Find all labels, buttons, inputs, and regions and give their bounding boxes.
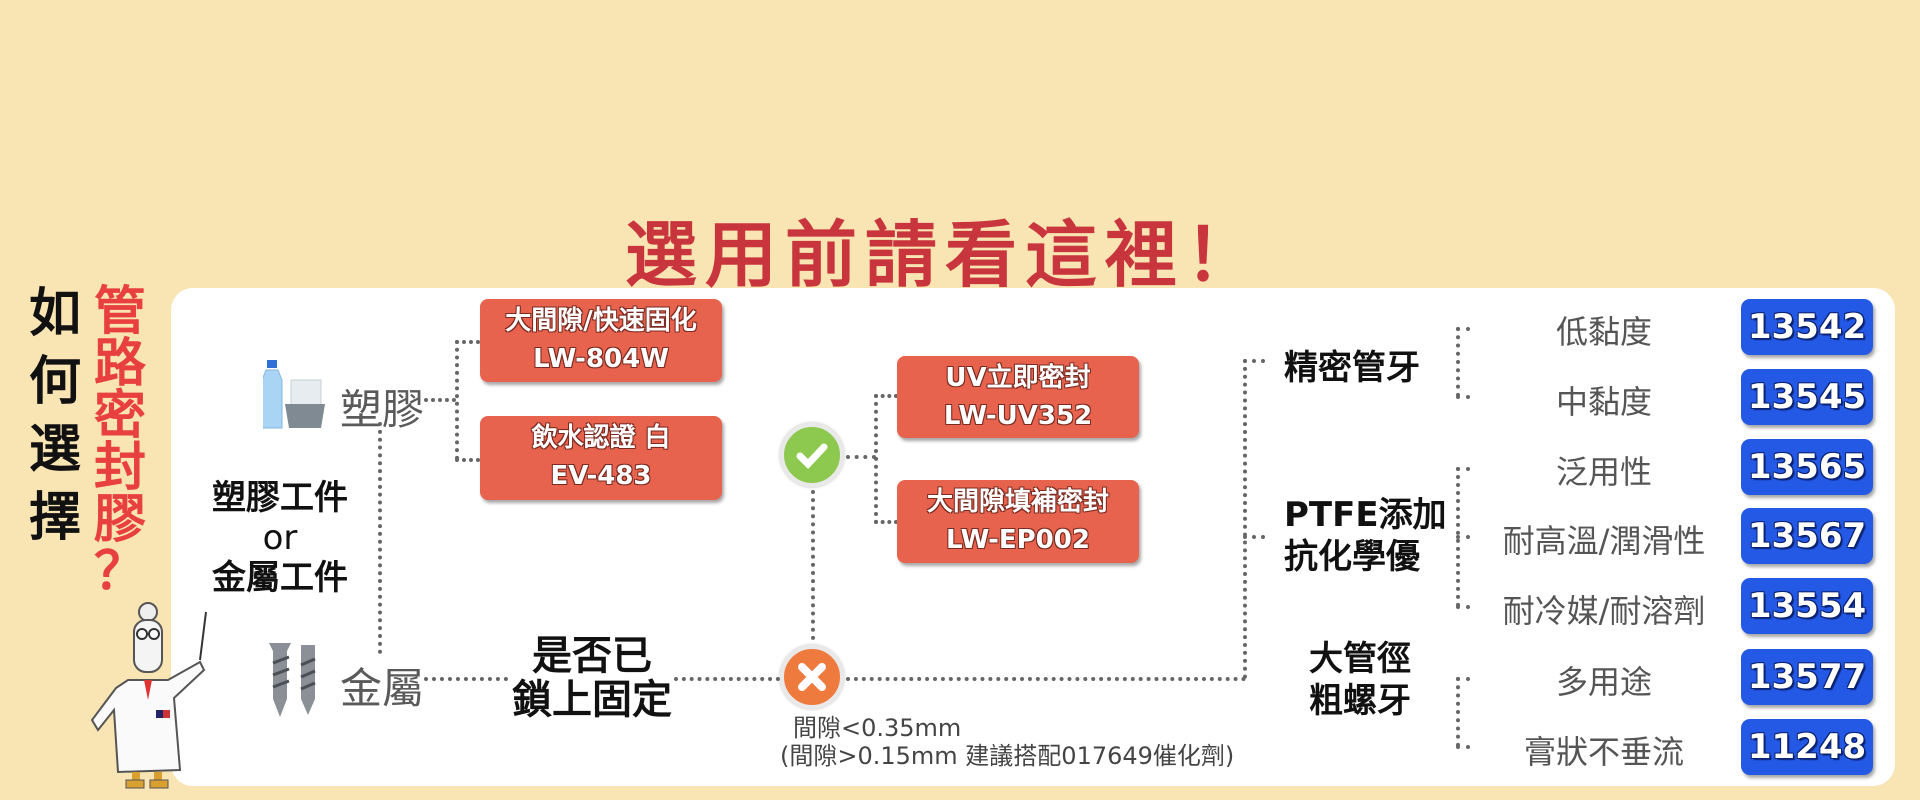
workpiece-plastic: 塑膠工件 [212, 478, 348, 518]
question-line: 鎖上固定 [512, 677, 672, 723]
bracket [1456, 327, 1460, 397]
connector [674, 677, 780, 681]
cross-icon [780, 645, 844, 709]
product-box-ev-483[interactable]: 飲水認證 白 EV-483 [480, 416, 722, 500]
category-line: 抗化學優 [1284, 537, 1420, 577]
option-label: 中黏度 [1555, 383, 1652, 421]
option-label: 低黏度 [1555, 313, 1652, 351]
connector [1243, 359, 1247, 679]
product-badge-13567[interactable]: 13567 [1741, 508, 1873, 564]
product-badge-13545[interactable]: 13545 [1741, 369, 1873, 425]
product-box-lw-ep002[interactable]: 大間隙填補密封 LW-EP002 [897, 480, 1139, 563]
product-name: 飲水認證 白 [531, 423, 671, 453]
product-code: LW-804W [533, 344, 669, 374]
connector [424, 398, 456, 402]
check-icon [780, 423, 844, 487]
product-box-lw-uv352[interactable]: UV立即密封 LW-UV352 [897, 356, 1139, 438]
connector [846, 677, 1246, 681]
bracket [1456, 745, 1470, 749]
product-badge-13565[interactable]: 13565 [1741, 439, 1873, 495]
workpiece-question: 塑膠工件 or 金屬工件 [195, 478, 365, 598]
heading-char: 選 [28, 420, 81, 480]
category-line: 大管徑 [1309, 639, 1411, 679]
product-name: 大間隙/快速固化 [505, 306, 697, 336]
product-name: 大間隙填補密封 [926, 487, 1109, 517]
bracket [1456, 677, 1460, 747]
plastic-bottle-cup-icon [263, 360, 325, 429]
metal-label: 金屬 [340, 664, 425, 713]
question-line: 是否已 [532, 633, 652, 679]
product-box-lw-804w[interactable]: 大間隙/快速固化 LW-804W [480, 299, 722, 382]
option-label: 膏狀不垂流 [1523, 733, 1684, 771]
heading-char: 管 [93, 282, 146, 342]
connector [455, 458, 480, 462]
heading-char: 封 [93, 438, 146, 498]
category-line: PTFE添加 [1284, 495, 1447, 535]
connector [874, 394, 898, 398]
connector [1243, 535, 1265, 539]
option-label: 耐冷媒/耐溶劑 [1502, 592, 1706, 630]
product-badge-13542[interactable]: 13542 [1741, 299, 1873, 355]
product-code: LW-EP002 [946, 525, 1090, 555]
product-name: UV立即密封 [945, 363, 1091, 393]
heading-char: 何 [28, 352, 81, 412]
connector [874, 520, 898, 524]
product-badge-13554[interactable]: 13554 [1741, 578, 1873, 634]
plastic-label: 塑膠 [340, 385, 425, 434]
bracket [1456, 467, 1470, 471]
heading-char: 密 [93, 386, 146, 446]
bracket [1456, 605, 1470, 609]
category-line: 粗螺牙 [1309, 681, 1411, 721]
heading-pipe-sealant: 管 路 密 封 膠 ？ [90, 286, 150, 598]
professor-mascot-icon [90, 602, 207, 789]
heading-char: 路 [93, 334, 146, 394]
bracket [1456, 395, 1470, 399]
workpiece-metal: 金屬工件 [212, 558, 348, 598]
catalyst-note: (間隙>0.15mm 建議搭配017649催化劑) [780, 742, 1235, 770]
heading-char: ？ [93, 542, 146, 602]
gap-note: 間隙<0.35mm [793, 714, 962, 742]
heading-how-to-choose: 如 何 選 擇 [25, 284, 85, 548]
product-badge-11248[interactable]: 11248 [1741, 719, 1873, 775]
option-label: 多用途 [1555, 663, 1652, 701]
connector [455, 340, 480, 344]
product-code: EV-483 [550, 461, 652, 491]
connector [455, 340, 459, 460]
option-label: 泛用性 [1555, 453, 1652, 491]
connector [1243, 359, 1265, 363]
connector [846, 455, 876, 459]
screws-icon [269, 643, 316, 717]
connector [378, 422, 382, 654]
page-title: 選用前請看這裡！ [624, 212, 1265, 297]
category-precision-thread: 精密管牙 [1284, 348, 1420, 388]
bracket [1456, 327, 1470, 331]
product-code: LW-UV352 [943, 401, 1093, 431]
bracket [1456, 677, 1470, 681]
category-ptfe: PTFE添加 抗化學優 [1284, 494, 1447, 578]
connector [874, 394, 878, 524]
workpiece-or: or [262, 518, 298, 558]
heading-char: 擇 [28, 488, 81, 548]
option-label: 耐高溫/潤滑性 [1502, 522, 1706, 560]
heading-char: 如 [28, 284, 81, 344]
connector [811, 490, 815, 640]
heading-char: 膠 [93, 490, 146, 550]
bracket [1456, 535, 1470, 539]
product-badge-13577[interactable]: 13577 [1741, 649, 1873, 705]
category-large-pipe: 大管徑 粗螺牙 [1300, 638, 1420, 722]
connector [424, 677, 508, 681]
locked-question: 是否已 鎖上固定 [500, 634, 684, 722]
